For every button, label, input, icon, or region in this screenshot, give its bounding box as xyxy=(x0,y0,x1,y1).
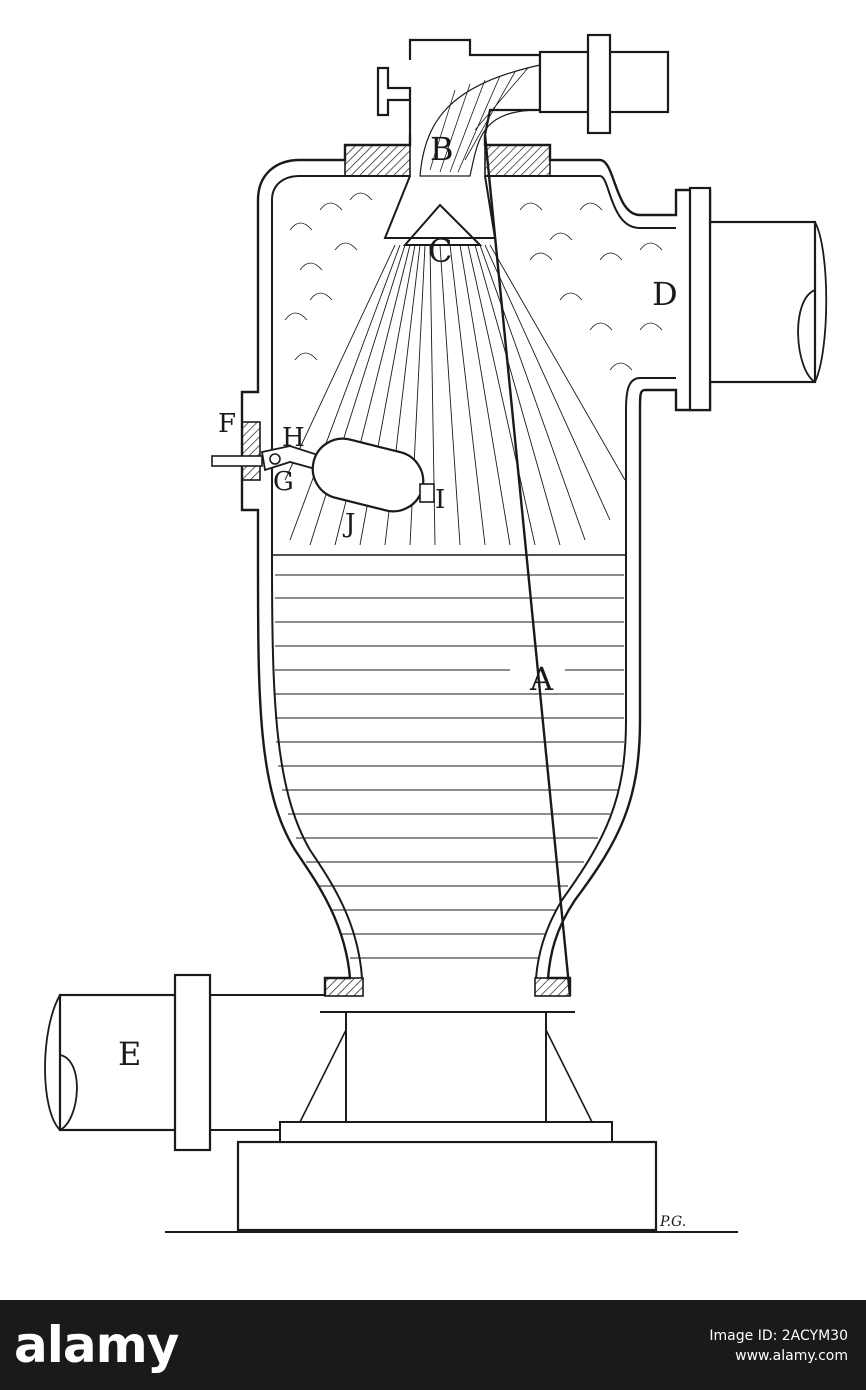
label-i: I xyxy=(435,485,445,515)
image-id-text: Image ID: 2ACYM30 xyxy=(709,1328,848,1344)
inlet-elbow xyxy=(376,38,542,136)
vessel-wall xyxy=(240,134,712,997)
label-b: B xyxy=(430,130,454,168)
valve-stem xyxy=(211,455,263,467)
bottom-flange xyxy=(324,977,364,997)
label-c: C xyxy=(428,232,452,270)
water-body xyxy=(275,574,624,959)
steam-cloud xyxy=(284,192,663,371)
vessel-inner-wall xyxy=(271,175,676,979)
brand-logo: alamy xyxy=(14,1316,179,1374)
base-plinth xyxy=(236,1140,658,1232)
spray-cone xyxy=(383,175,497,239)
label-d: D xyxy=(652,275,678,313)
watermark-footer: alamy Image ID: 2ACYM30 www.alamy.com xyxy=(0,1300,866,1390)
site-url-text: www.alamy.com xyxy=(735,1348,848,1364)
label-a: A xyxy=(529,660,554,698)
label-j: J xyxy=(342,509,355,539)
label-e: E xyxy=(118,1035,141,1073)
top-pipe-flange xyxy=(586,33,612,135)
base-slab xyxy=(279,1121,613,1143)
top-cap-hatch xyxy=(344,144,411,177)
spray-jets xyxy=(284,244,626,546)
label-f: F xyxy=(218,409,236,439)
float-ball xyxy=(311,437,425,513)
engraving-figure: B C D A E F H G I J P.G. xyxy=(44,33,828,1233)
label-h: H xyxy=(282,423,305,453)
engraver-signature: P.G. xyxy=(659,1214,686,1230)
label-g: G xyxy=(273,467,294,497)
image-info: Image ID: 2ACYM30 www.alamy.com xyxy=(709,1326,848,1366)
valve-body xyxy=(241,421,261,481)
right-outlet-pipe xyxy=(708,220,817,384)
inlet-pipe-flange xyxy=(173,973,212,1152)
apparatus-diagram: B C D A E F H G I J P.G. xyxy=(44,33,828,1233)
pedestal xyxy=(345,1011,547,1123)
right-pipe-flange xyxy=(688,186,712,412)
